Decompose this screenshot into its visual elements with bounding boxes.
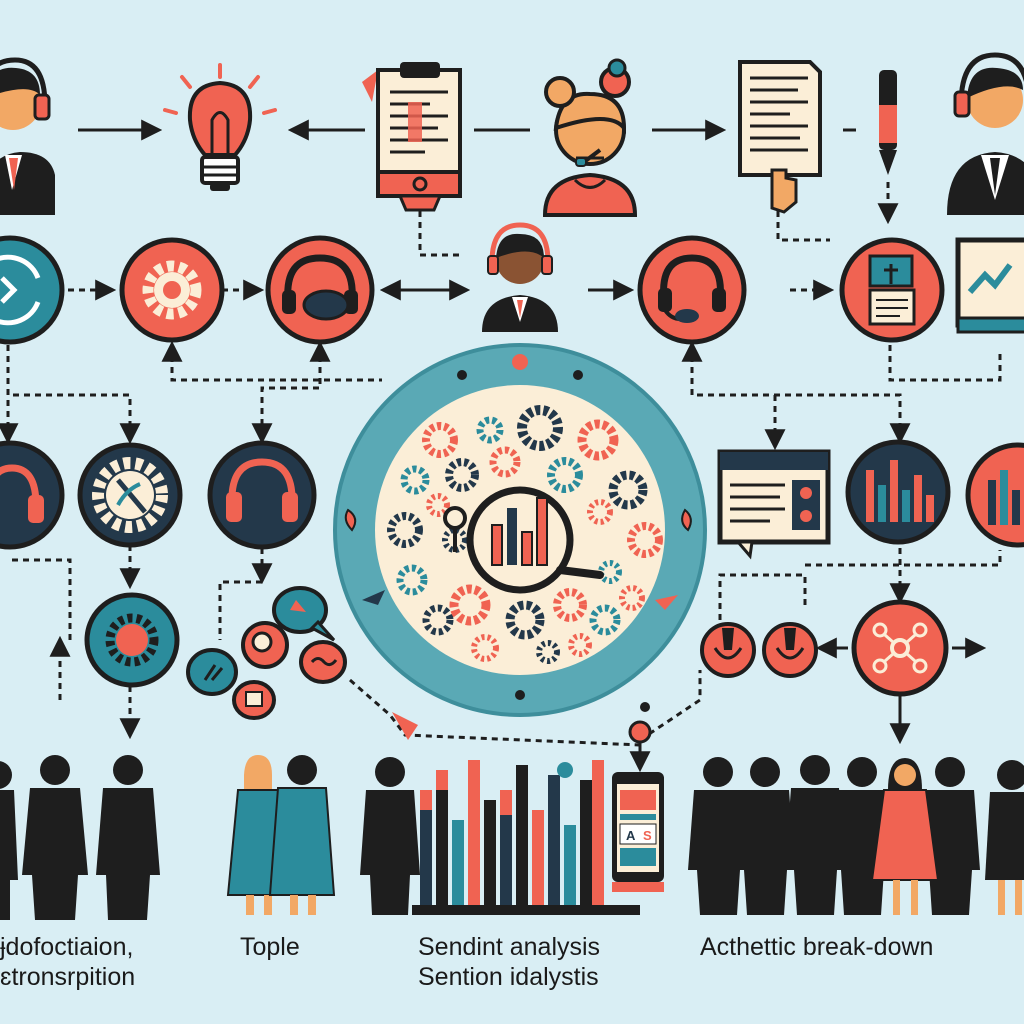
people-group-1: [0, 755, 160, 920]
caption-column-1-line-1: ɉdofoctiaion,: [0, 933, 134, 961]
arrow-bow-icon: [392, 702, 652, 744]
connectors: [0, 119, 1002, 773]
smartphone-icon: A S: [612, 772, 664, 892]
svg-text:S: S: [643, 828, 652, 843]
headphones-icon: [207, 440, 317, 550]
caption-column-3: Sendint analysis Sention idalystis: [418, 932, 600, 992]
caption-column-2: Tople: [240, 932, 300, 962]
caption-column-2-line-1: Tople: [240, 933, 300, 961]
caption-column-3-line-2: Sention idalystis: [418, 963, 599, 991]
customer-headset-icon: [542, 58, 638, 217]
headset-icon: [637, 235, 747, 345]
bar-chart-icon: [420, 760, 604, 905]
caption-column-3-line-1: Sendint analysis: [418, 933, 601, 961]
refresh-arrows-icon: [0, 235, 65, 345]
document-icon: [839, 237, 945, 343]
caption-column-4-line-1: Acthettic break-down: [700, 933, 934, 961]
gear-icon: [119, 237, 225, 343]
caption-column-1: ɉdofoctiaion, ɛtronsrpition: [0, 932, 135, 992]
network-icon: [851, 599, 949, 697]
pen-icon: [879, 70, 897, 175]
headset-agent-icon: [0, 57, 55, 215]
headset-icon: [265, 235, 375, 345]
bar-chart-icon: [845, 439, 951, 545]
people-group-3: A S: [360, 757, 664, 915]
gear-brush-icon: [77, 442, 183, 548]
lightbulb-icon: [163, 63, 277, 191]
microphone-pair-icon: [700, 622, 818, 678]
chat-window-icon: [717, 449, 831, 560]
agent-icon: [482, 222, 558, 332]
target-gear-icon: [84, 592, 180, 688]
monitor-chart-icon: [955, 237, 1024, 334]
bar-chart-icon: [965, 442, 1024, 548]
caption-column-1-line-2: ɛtronsrpition: [0, 963, 136, 991]
headphones-icon: [0, 440, 65, 550]
chat-bubbles-icon: [186, 586, 347, 720]
gears-magnifier-chart-icon: [333, 343, 707, 717]
clipboard-document-icon: [362, 62, 462, 212]
people-group-2: [226, 755, 336, 915]
svg-text:A: A: [626, 828, 636, 843]
people-group-4: [688, 755, 1024, 915]
headset-agent-icon: [947, 52, 1024, 215]
document-icon: [738, 60, 822, 214]
caption-column-4: Acthettic break-down: [700, 932, 933, 962]
